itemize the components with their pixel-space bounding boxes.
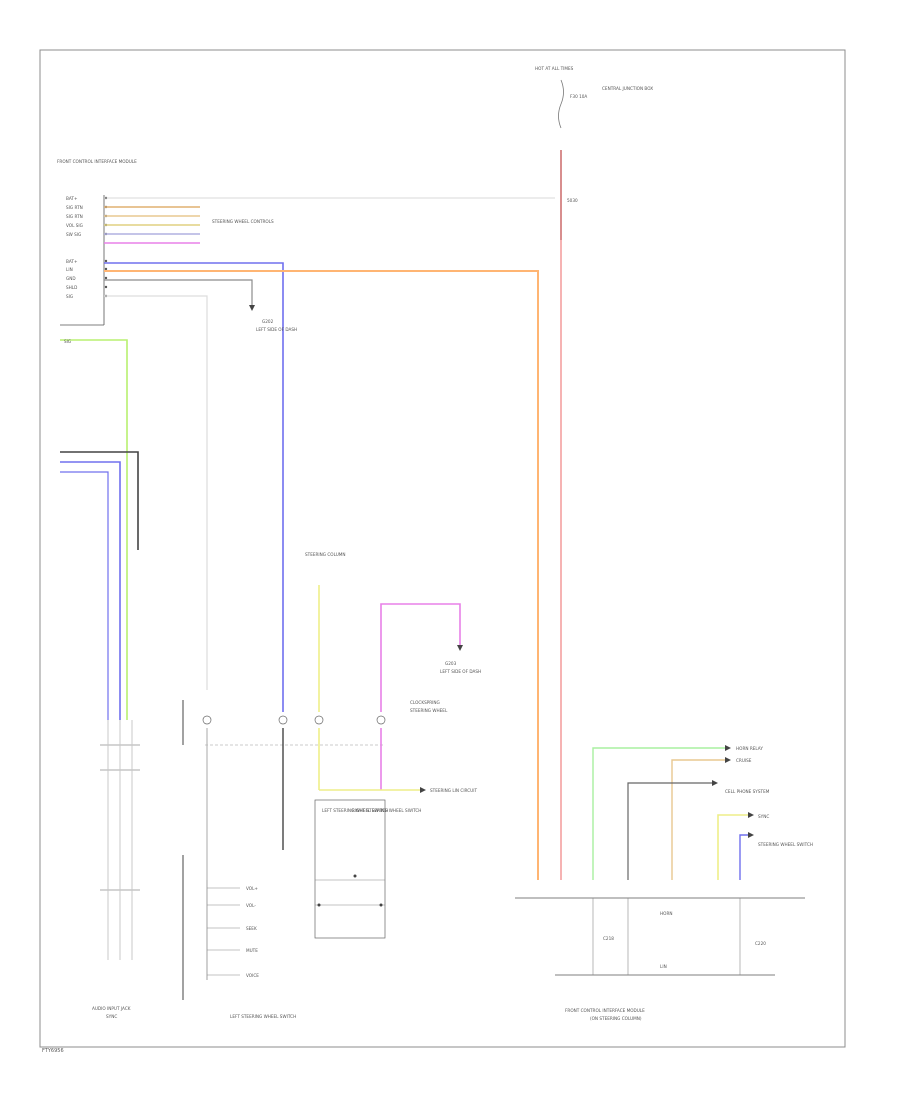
ground-mid: G203 (445, 661, 457, 666)
svg-text:SIG: SIG (64, 339, 71, 344)
sw-1: VOL+ (246, 886, 258, 891)
lin-label: STEERING LIN CIRCUIT (430, 788, 477, 793)
clockspring: CLOCKSPRING STEERING WHEEL STEERING COLU… (182, 552, 448, 746)
module-pin-label: SHLD (66, 285, 77, 290)
sw-4: MUTE (246, 948, 258, 953)
right-module: C218 C220 FRONT CONTROL INTERFACE MODULE… (515, 897, 805, 1021)
module-note: STEERING WHEEL CONTROLS (212, 219, 274, 224)
right-sw-label: RIGHT STEERING WHEEL SWITCH (352, 808, 421, 813)
module-pin-dot (104, 259, 108, 263)
left-switches: VOL+ VOL- SEEK MUTE VOICE LEFT STEERING … (182, 855, 296, 1019)
module-pin-label: VOL SIG (66, 223, 83, 228)
right-module-sub: (ON STEERING COLUMN) (590, 1016, 642, 1021)
svg-text:5030: 5030 (567, 198, 578, 203)
module-pin-label: LIN (66, 267, 73, 272)
hdr-horn: HORN (660, 911, 673, 916)
top-fuse-label: HOT AT ALL TIMES (535, 66, 574, 71)
right-out-3: CELL PHONE SYSTEM (725, 789, 770, 794)
module-pin-dot (104, 276, 108, 280)
sw-2: VOL- (246, 903, 256, 908)
clockspring-desc: STEERING WHEEL (410, 708, 448, 713)
ground-top: G202 (262, 319, 274, 324)
right-out-5: STEERING WHEEL SWITCH (758, 842, 813, 847)
ground-top-desc: LEFT SIDE OF DASH (256, 327, 297, 332)
top-fuse: HOT AT ALL TIMES F30 10A CENTRAL JUNCTIO… (535, 66, 653, 129)
module-pin-label: SIG RTN (66, 205, 83, 210)
module-pin-dot (104, 267, 108, 271)
module-pin-dot (104, 285, 108, 289)
module-pin-label: SIG (66, 294, 73, 299)
right-out-2: CRUISE (736, 758, 752, 763)
audio-unit-label: AUDIO INPUT JACK (92, 1006, 131, 1011)
top-fuse-box: CENTRAL JUNCTION BOX (602, 86, 653, 91)
left-sw-label: LEFT STEERING WHEEL SWITCH (322, 808, 388, 813)
footer-code: FTY6956 (42, 1048, 64, 1054)
left-module-pins: BAT+ SIG RTN SIG RTN VOL SIG SW SIG BAT+ LIN GN… (66, 196, 108, 299)
module-pin-label: BAT+ (66, 196, 78, 201)
right-module-label: FRONT CONTROL INTERFACE MODULE (565, 1008, 645, 1013)
top-fuse-id: F30 10A (570, 94, 587, 99)
right-conn-label: C218 (603, 936, 614, 941)
module-pin-label: GND (66, 276, 76, 281)
module-pin-label: BAT+ (66, 259, 78, 264)
column-label: STEERING COLUMN (305, 552, 346, 557)
clockspring-label: CLOCKSPRING (410, 700, 440, 705)
ground-mid-desc: LEFT SIDE OF DASH (440, 669, 481, 674)
audio-unit: AUDIO INPUT JACK SYNC (92, 720, 140, 1019)
left-sw-bottom-label: LEFT STEERING WHEEL SWITCH (230, 1014, 296, 1019)
center-switch-module: LEFT STEERING WHEEL SWITCH RIGHT STEERIN… (314, 799, 421, 939)
module-pin-label: SIG RTN (66, 214, 83, 219)
sw-5: VOICE (246, 973, 259, 978)
audio-unit-sub: SYNC (106, 1014, 117, 1019)
hdr-lin: LIN (660, 964, 667, 969)
right-out-1: HORN RELAY (736, 746, 763, 751)
module-pin-label: SW SIG (66, 232, 81, 237)
sw-3: SEEK (246, 926, 257, 931)
left-module: FRONT CONTROL INTERFACE MODULE BAT+ SIG R… (57, 159, 274, 326)
left-module-label: FRONT CONTROL INTERFACE MODULE (57, 159, 137, 164)
right-out-4: SYNC (758, 814, 769, 819)
diagram-frame (39, 49, 846, 1048)
right-conn-label-2: C220 (755, 941, 766, 946)
